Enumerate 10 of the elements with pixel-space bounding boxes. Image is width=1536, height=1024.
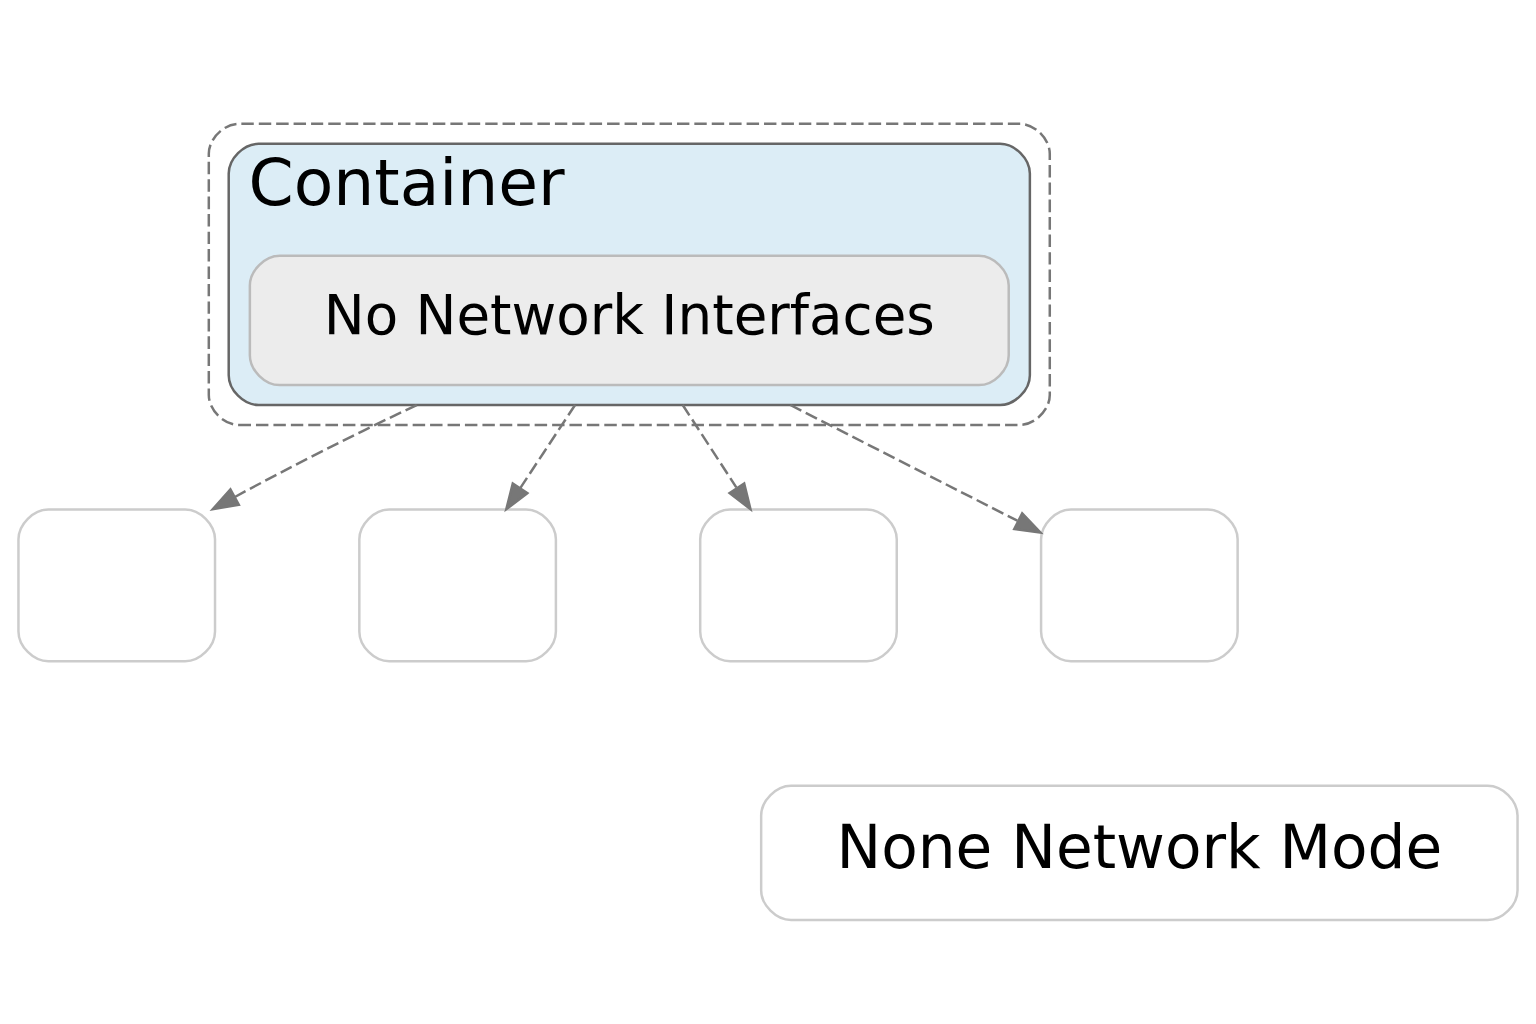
- node-box: No Network Interfaces: [248, 254, 1010, 387]
- node-box: [1039, 508, 1239, 663]
- cluster: [207, 122, 1052, 427]
- arrow: [504, 404, 577, 513]
- node-box: None Network Mode: [759, 784, 1519, 922]
- node-box: [17, 508, 217, 663]
- node-box: [358, 508, 558, 663]
- arrow: [789, 403, 1044, 535]
- arrow: [681, 404, 753, 513]
- node-box: [698, 508, 898, 663]
